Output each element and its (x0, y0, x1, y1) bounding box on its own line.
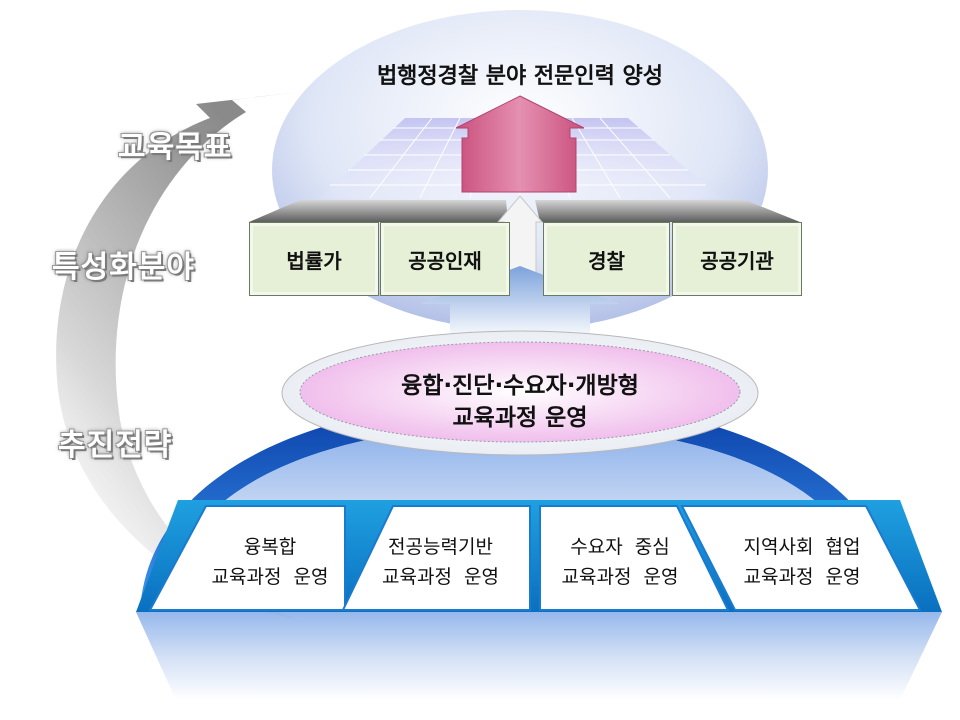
strategy-line-1: 융합·진단·수요자·개방형 (401, 373, 639, 399)
op-line-1: 지역사회 협업 (743, 536, 861, 558)
strategy-inner-oval (299, 341, 741, 443)
op-line-1: 융복합 (243, 536, 297, 558)
op-line-2: 교육과정 운영 (561, 566, 679, 588)
op-box-3 (539, 505, 730, 611)
op-text-convergence: 융복합 교육과정 운영 (195, 532, 345, 592)
slab-left (249, 200, 508, 222)
progress-curve-arrow (56, 92, 301, 620)
side-label-field: 특성화분야 (52, 250, 195, 285)
op-text-community: 지역사회 협업 교육과정 운영 (722, 532, 882, 592)
goal-up-arrow (455, 95, 585, 193)
platform-floor (136, 612, 942, 700)
field-label: 공공기관 (700, 248, 774, 273)
side-label-strategy: 추진전략 (58, 428, 173, 463)
side-label-goal: 교육목표 (118, 130, 233, 165)
op-line-2: 교육과정 운영 (211, 566, 329, 588)
op-line-2: 교육과정 운영 (382, 566, 499, 588)
op-box-2 (341, 505, 531, 611)
op-line-1: 전공능력기반 (388, 536, 493, 558)
slab-right (535, 200, 800, 222)
op-line-1: 수요자 중심 (570, 536, 670, 558)
field-box-lawyer: 법률가 (249, 222, 379, 296)
strategy-line-2: 교육과정 운영 (452, 405, 588, 431)
field-box-public-agency: 공공기관 (672, 222, 802, 296)
field-box-police: 경찰 (543, 222, 670, 296)
goal-title: 법행정경찰 분야 전문인력 양성 (376, 64, 664, 89)
field-box-public-talent: 공공인재 (380, 222, 510, 296)
strategy-up-arrow (420, 266, 620, 340)
op-line-2: 교육과정 운영 (743, 566, 861, 588)
op-box-4 (680, 505, 922, 611)
field-label: 법률가 (286, 248, 342, 273)
field-label: 공공인재 (408, 248, 482, 273)
op-text-demand: 수요자 중심 교육과정 운영 (540, 532, 700, 592)
field-label: 경찰 (588, 248, 625, 273)
op-text-competency: 전공능력기반 교육과정 운영 (358, 532, 523, 592)
